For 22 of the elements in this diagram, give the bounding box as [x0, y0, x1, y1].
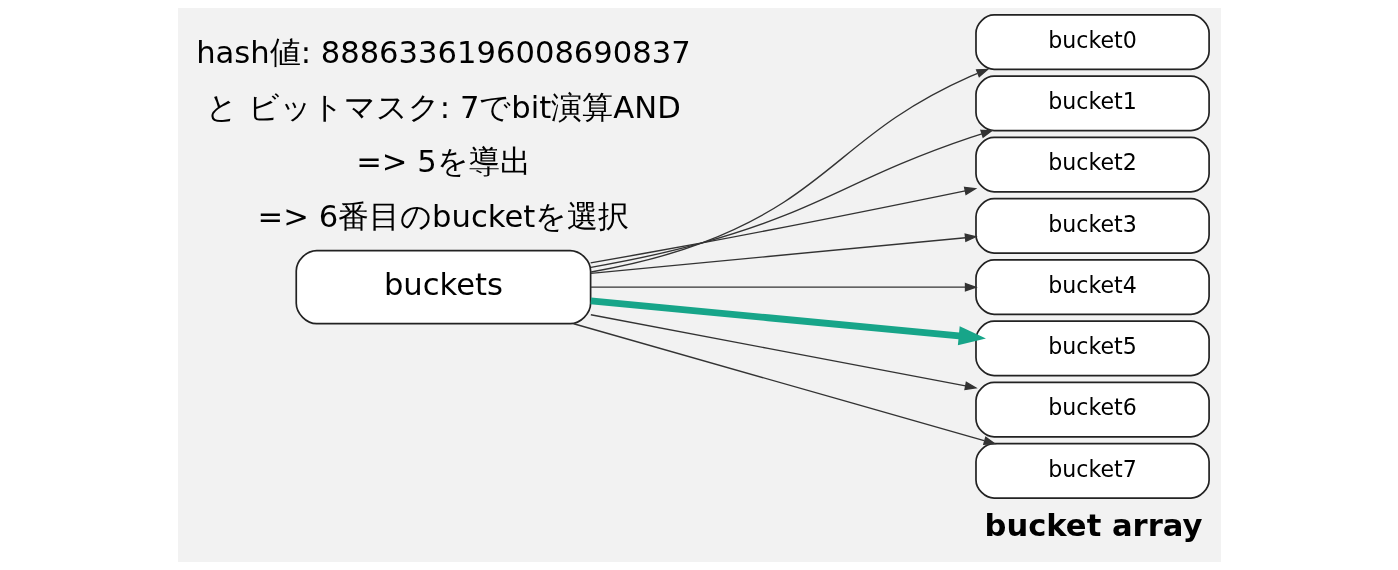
node-box: bucket5 [974, 320, 1210, 377]
node-box: bucket4 [974, 259, 1210, 316]
arrow [589, 282, 978, 292]
node-box: bucket0 [974, 14, 1210, 71]
arrow [589, 233, 978, 274]
arrow [590, 297, 986, 346]
arrow [589, 68, 989, 273]
arrow [572, 323, 997, 445]
node-box: bucket3 [974, 197, 1210, 254]
label: と ビットマスク: 7でbit演算AND [205, 89, 681, 125]
arrow [589, 129, 994, 268]
node-box: buckets [294, 249, 591, 325]
label: => 5を導出 [355, 144, 531, 180]
node-box: bucket2 [974, 136, 1210, 193]
node-box: bucket7 [974, 442, 1210, 499]
label: bucket array [984, 508, 1202, 544]
arrow [589, 314, 978, 391]
label: hash値: 8886336196008690837 [195, 35, 691, 71]
arrow [589, 186, 977, 264]
node-box: bucket6 [974, 381, 1210, 438]
node-box: bucket1 [974, 75, 1210, 132]
label: => 6番目のbucketを選択 [257, 198, 629, 234]
